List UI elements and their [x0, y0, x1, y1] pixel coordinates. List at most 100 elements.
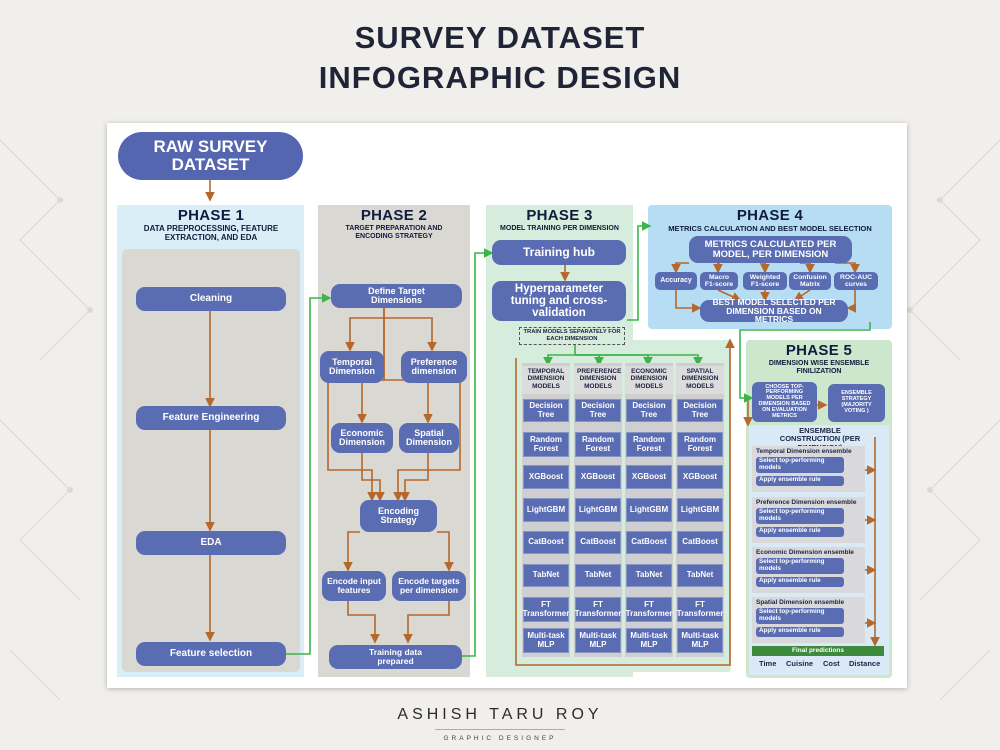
- ensemble-title: Spatial Dimension ensemble: [756, 599, 845, 606]
- phase4-subtitle: METRICS CALCULATION AND BEST MODEL SELEC…: [668, 224, 872, 233]
- author-name: ASHISH TARU ROY: [397, 706, 603, 723]
- model-box: XGBoost: [677, 465, 723, 489]
- model-box: FT Transformer: [677, 597, 723, 622]
- ensemble-title: Economic Dimension ensemble: [756, 549, 854, 556]
- model-box: FT Transformer: [523, 597, 569, 622]
- spatial-dimension: Spatial Dimension: [399, 423, 459, 453]
- metric-weighted-f1: Weighted F1-score: [743, 272, 787, 290]
- phase1-inner-panel: [122, 249, 300, 672]
- encode-input-features: Encode input features: [322, 571, 386, 601]
- ensemble-strategy: ENSEMBLE STRATEGY (MAJORITY VOTING ): [828, 384, 885, 422]
- preference-dimension: Preference dimension: [401, 351, 467, 383]
- phase5-header: PHASE 5 DIMENSION WISE ENSEMBLE FINILIZA…: [746, 342, 892, 375]
- temporal-dimension: Temporal Dimension: [320, 351, 384, 383]
- phase1-header: PHASE 1 DATA PREPROCESSING, FEATURE EXTR…: [122, 207, 300, 243]
- ensemble-apply: Apply ensemble rule: [756, 627, 844, 637]
- phase3-title: PHASE 3: [526, 207, 593, 224]
- model-box: XGBoost: [575, 465, 621, 489]
- model-box: Random Forest: [523, 432, 569, 457]
- phase5-title: PHASE 5: [785, 342, 853, 359]
- ensemble-title: Temporal Dimension ensemble: [756, 448, 852, 455]
- ensemble-title: Preference Dimension ensemble: [756, 499, 857, 506]
- model-box: Random Forest: [677, 432, 723, 457]
- ensemble-select: Select top-performing models: [756, 457, 844, 473]
- author-divider: [435, 729, 565, 730]
- model-box: Decision Tree: [677, 399, 723, 422]
- model-box: TabNet: [677, 564, 723, 587]
- ensemble-apply: Apply ensemble rule: [756, 476, 844, 486]
- model-box: FT Transformer: [575, 597, 621, 622]
- phase4-title: PHASE 4: [736, 207, 804, 224]
- step-cleaning: Cleaning: [136, 287, 286, 311]
- training-data-prepared: Training data prepared: [329, 645, 462, 669]
- output-time: Time: [759, 659, 777, 668]
- model-box: CatBoost: [575, 531, 621, 554]
- define-target-dimensions: Define Target Dimensions: [331, 284, 462, 308]
- model-box: TabNet: [523, 564, 569, 587]
- model-box: Multi-task MLP: [626, 628, 672, 653]
- model-box: Decision Tree: [575, 399, 621, 422]
- phase1-subtitle: DATA PREPROCESSING, FEATURE EXTRACTION, …: [143, 224, 279, 242]
- step-eda: EDA: [136, 531, 286, 555]
- choose-top-performing: CHOOSE TOP-PERFORMING MODELS PER DIMENSI…: [752, 382, 817, 422]
- title-line-1: SURVEY DATASET: [354, 20, 646, 55]
- final-predictions: Final predictions: [752, 646, 884, 656]
- encode-targets-per-dimension: Encode targets per dimension: [392, 571, 466, 601]
- training-hub: Training hub: [492, 240, 626, 265]
- hyperparameter-tuning: Hyperparameter tuning and cross-validati…: [492, 281, 626, 321]
- model-box: FT Transformer: [626, 597, 672, 622]
- encoding-strategy: Encoding Strategy: [360, 500, 437, 532]
- model-box: Multi-task MLP: [523, 628, 569, 653]
- ensemble-select: Select top-performing models: [756, 608, 844, 624]
- model-box: CatBoost: [677, 531, 723, 554]
- ensemble-block: Temporal Dimension ensemble Select top-p…: [752, 446, 865, 492]
- best-model-selected: BEST MODEL SELECTED PER DIMENSION BASED …: [700, 297, 848, 324]
- ensemble-apply: Apply ensemble rule: [756, 577, 844, 587]
- metrics-calculated: METRICS CALCULATED PER MODEL, PER DIMENS…: [689, 236, 852, 263]
- model-column-header: TEMPORAL DIMENSION MODELS: [522, 366, 570, 394]
- model-column-header: SPATIAL DIMENSION MODELS: [676, 366, 724, 394]
- model-box: Decision Tree: [626, 399, 672, 422]
- step-feature-selection: Feature selection: [136, 642, 286, 666]
- phase3-subtitle: MODEL TRAINING PER DIMENSION: [500, 225, 619, 232]
- output-cuisine: Cuisine: [786, 659, 814, 668]
- author-role: GRAPHIC DESIGNEP: [443, 735, 557, 742]
- model-box: XGBoost: [626, 465, 672, 489]
- phase5-subtitle: DIMENSION WISE ENSEMBLE FINILIZATION: [768, 360, 870, 375]
- model-box: TabNet: [575, 564, 621, 587]
- title-line-2: INFOGRAPHIC DESIGN: [318, 60, 682, 95]
- model-box: LightGBM: [626, 498, 672, 522]
- step-feature-engineering: Feature Engineering: [136, 406, 286, 430]
- model-box: Random Forest: [575, 432, 621, 457]
- model-box: Random Forest: [626, 432, 672, 457]
- ensemble-block: Preference Dimension ensemble Select top…: [752, 497, 865, 543]
- output-cost: Cost: [823, 659, 840, 668]
- economic-dimension: Economic Dimension: [331, 423, 393, 453]
- metric-confusion-matrix: Confusion Matrix: [789, 272, 831, 290]
- phase2-title: PHASE 2: [360, 207, 428, 224]
- ensemble-block: Spatial Dimension ensemble Select top-pe…: [752, 597, 865, 643]
- model-box: LightGBM: [523, 498, 569, 522]
- model-box: XGBoost: [523, 465, 569, 489]
- ensemble-apply: Apply ensemble rule: [756, 527, 844, 537]
- ensemble-select: Select top-performing models: [756, 558, 844, 574]
- model-box: LightGBM: [677, 498, 723, 522]
- raw-survey-dataset: RAW SURVEY DATASET: [118, 132, 303, 180]
- model-box: Multi-task MLP: [677, 628, 723, 653]
- model-box: CatBoost: [626, 531, 672, 554]
- phase4-header: PHASE 4 METRICS CALCULATION AND BEST MOD…: [648, 207, 892, 233]
- model-box: TabNet: [626, 564, 672, 587]
- ensemble-block: Economic Dimension ensemble Select top-p…: [752, 547, 865, 593]
- metric-macro-f1: Macro F1-score: [700, 272, 738, 290]
- phase2-subtitle: TARGET PREPARATION AND ENCODING STRATEGY: [345, 225, 443, 240]
- model-column-header: PREFERENCE DIMENSION MODELS: [574, 366, 622, 394]
- ensemble-select: Select top-performing models: [756, 508, 844, 524]
- model-box: Decision Tree: [523, 399, 569, 422]
- train-separately-label: TRAIN MODELS SEPARATELY FOR EACH DIMENSI…: [519, 327, 625, 345]
- model-box: CatBoost: [523, 531, 569, 554]
- model-box: LightGBM: [575, 498, 621, 522]
- phase3-header: PHASE 3 MODEL TRAINING PER DIMENSION: [486, 207, 633, 233]
- output-distance: Distance: [849, 659, 881, 668]
